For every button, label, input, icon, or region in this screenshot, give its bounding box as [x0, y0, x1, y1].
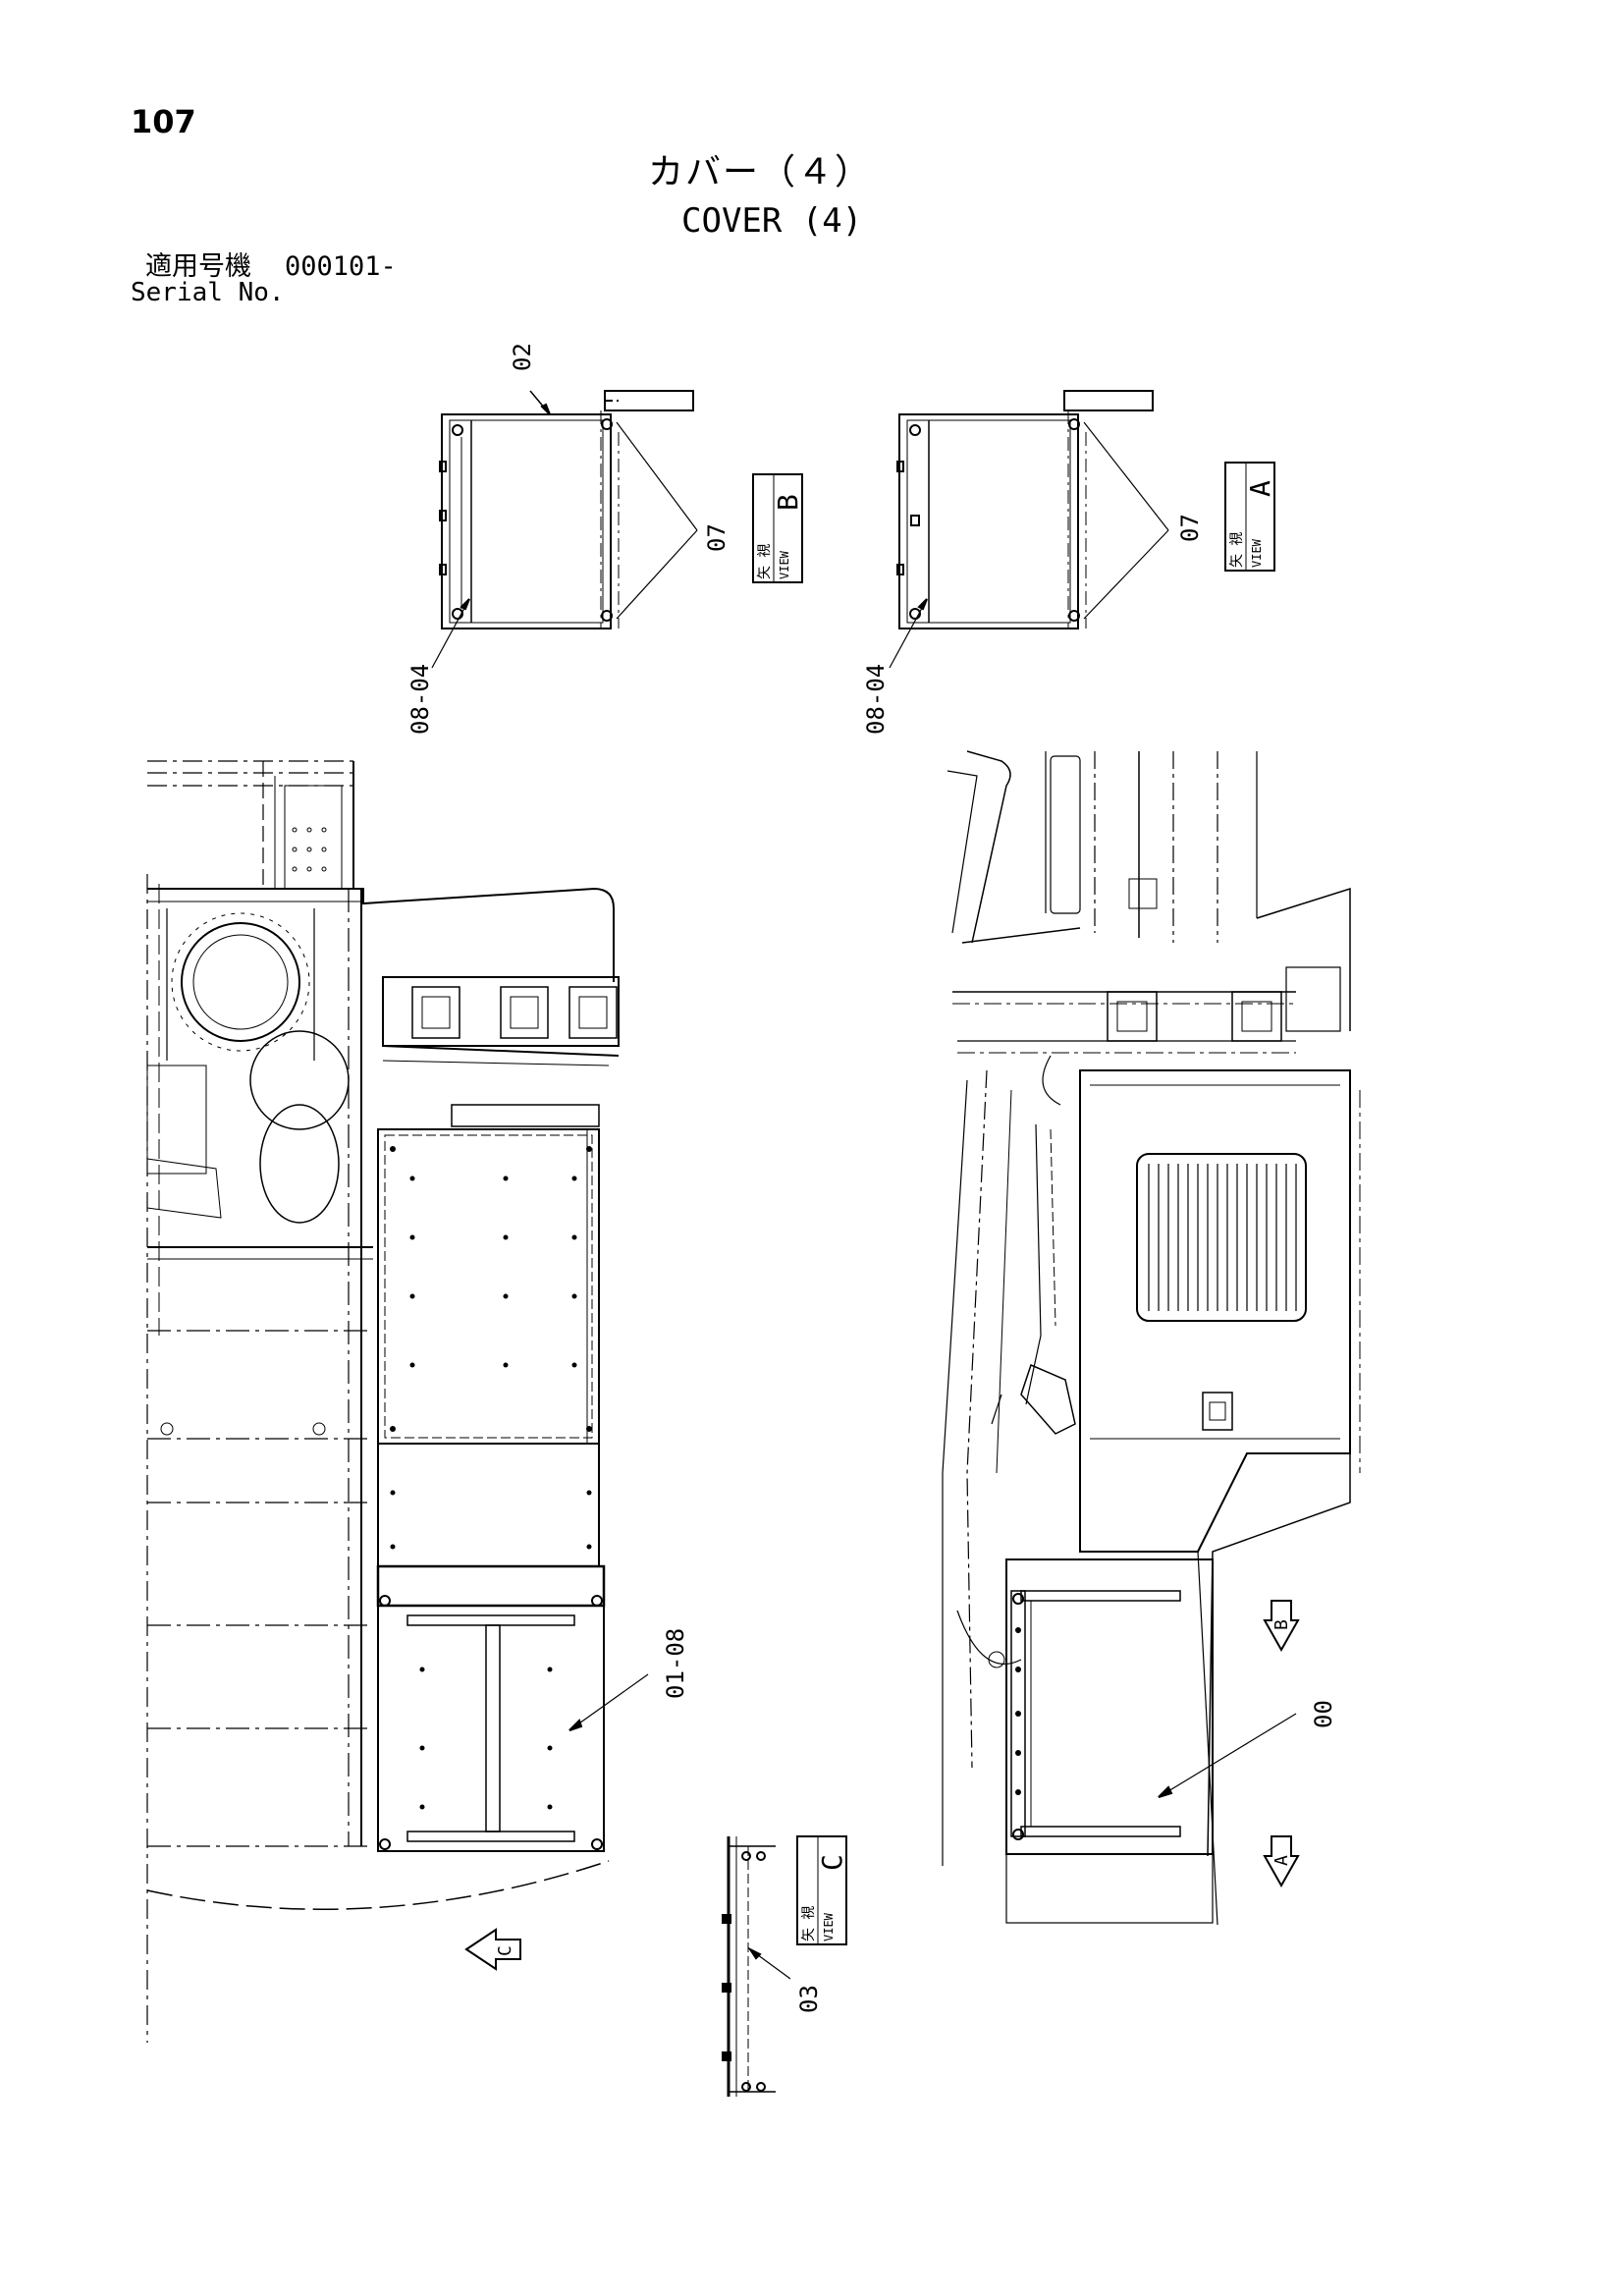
view-a-arrow — [1263, 1835, 1300, 1888]
view-b-label-box — [752, 473, 803, 583]
view-c-jp-label: 矢 視 — [801, 1906, 817, 1941]
serial-label-japanese: 適用号機 — [145, 251, 251, 282]
view-a-arrow-letter: A — [1271, 1855, 1292, 1866]
view-a-view-label: VIEW — [1250, 538, 1264, 568]
callout-07-view-a: 07 — [1176, 514, 1204, 542]
callout-01-08: 01-08 — [662, 1628, 689, 1699]
view-c-detail-drawing — [722, 1836, 791, 2097]
view-b-cover-drawing — [431, 390, 698, 669]
serial-label-english: Serial No. — [131, 278, 285, 307]
view-a-label-box — [1224, 462, 1275, 572]
view-a-letter: A — [1244, 480, 1276, 497]
callout-00: 00 — [1310, 1700, 1337, 1728]
view-b-arrow-letter: B — [1271, 1619, 1292, 1630]
view-b-arrow — [1263, 1600, 1300, 1653]
serial-number-value: 000101- — [285, 251, 397, 282]
view-b-letter: B — [772, 494, 804, 511]
callout-08-04-view-b: 08-04 — [406, 664, 434, 735]
page-title-english: COVER (4) — [681, 201, 863, 241]
callout-03: 03 — [795, 1985, 823, 2013]
view-c-label-box — [796, 1835, 847, 1945]
view-c-arrow — [464, 1928, 521, 1971]
view-c-arrow-letter: C — [495, 1945, 515, 1956]
view-b-view-label: VIEW — [778, 550, 791, 579]
view-c-letter: C — [816, 1854, 848, 1871]
page-number: 107 — [131, 103, 196, 140]
page-title-japanese: カバー（４） — [648, 152, 873, 192]
main-left-assembly — [146, 760, 649, 2043]
callout-08-04-view-a: 08-04 — [862, 664, 890, 735]
view-a-jp-label: 矢 視 — [1229, 532, 1245, 568]
callout-02: 02 — [509, 343, 536, 371]
view-a-cover-drawing — [889, 390, 1169, 669]
view-b-jp-label: 矢 視 — [757, 544, 773, 579]
view-c-view-label: VIEW — [822, 1912, 836, 1941]
callout-07-view-b: 07 — [703, 523, 730, 552]
main-right-assembly — [942, 750, 1361, 1926]
